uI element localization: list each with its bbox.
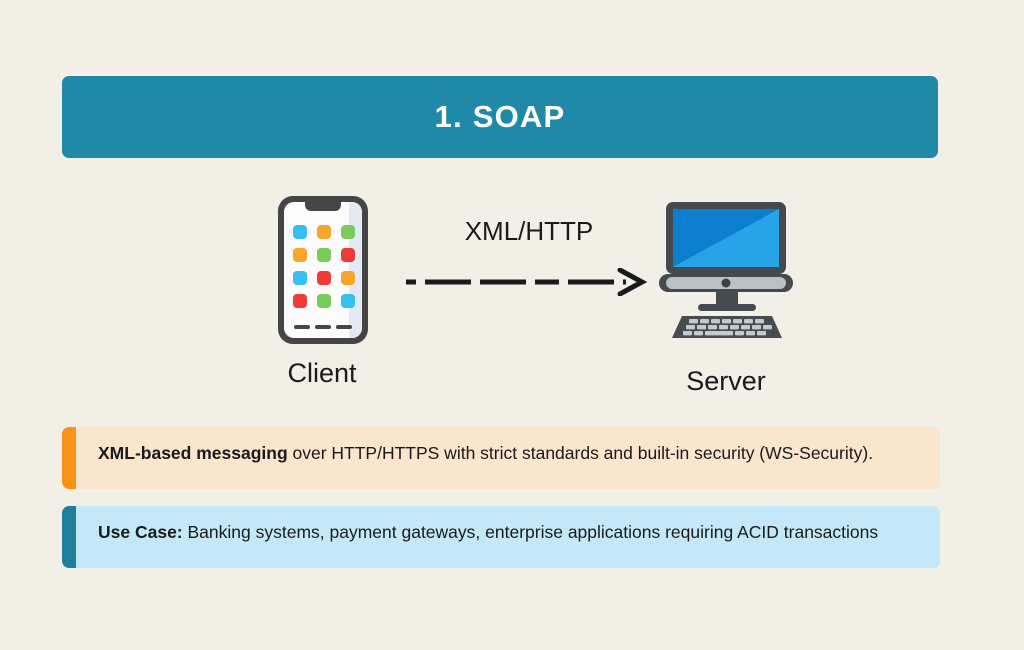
smartphone-icon	[278, 196, 368, 344]
app-icon	[293, 271, 307, 285]
server-node	[658, 200, 798, 342]
app-icon	[317, 248, 331, 262]
description-card-text: XML-based messaging over HTTP/HTTPS with…	[76, 427, 940, 489]
app-icon	[317, 225, 331, 239]
app-icon	[293, 225, 307, 239]
card-accent-bar	[62, 506, 76, 568]
app-icon	[317, 271, 331, 285]
architecture-diagram: XML/HTTP	[0, 180, 1024, 410]
connection-label: XML/HTTP	[464, 216, 594, 246]
app-icon	[341, 271, 355, 285]
app-icon	[341, 248, 355, 262]
phone-app-grid	[293, 225, 355, 308]
app-icon	[341, 294, 355, 308]
client-node	[278, 196, 368, 344]
app-icon	[317, 294, 331, 308]
dock-bar	[294, 325, 310, 329]
desktop-computer-icon	[659, 202, 793, 338]
use-case-card-strong: Use Case:	[98, 522, 183, 542]
section-header-banner: 1. SOAP	[62, 76, 938, 158]
card-accent-bar	[62, 427, 76, 489]
dock-bar	[336, 325, 352, 329]
client-label: Client	[287, 358, 357, 388]
use-case-card-text: Use Case: Banking systems, payment gatew…	[76, 506, 940, 568]
phone-screen	[284, 202, 362, 338]
phone-notch	[305, 202, 341, 211]
phone-dock	[294, 325, 352, 329]
dock-bar	[315, 325, 331, 329]
app-icon	[341, 225, 355, 239]
server-label: Server	[686, 366, 766, 396]
page-title: 1. SOAP	[434, 99, 566, 134]
app-icon	[293, 248, 307, 262]
app-icon	[293, 294, 307, 308]
dashed-arrow-icon	[406, 268, 648, 296]
description-card-strong: XML-based messaging	[98, 443, 288, 463]
use-case-card: Use Case: Banking systems, payment gatew…	[62, 506, 940, 568]
use-case-card-body: Banking systems, payment gateways, enter…	[182, 522, 879, 542]
description-card: XML-based messaging over HTTP/HTTPS with…	[62, 427, 940, 489]
description-card-body: over HTTP/HTTPS with strict standards an…	[287, 443, 874, 463]
